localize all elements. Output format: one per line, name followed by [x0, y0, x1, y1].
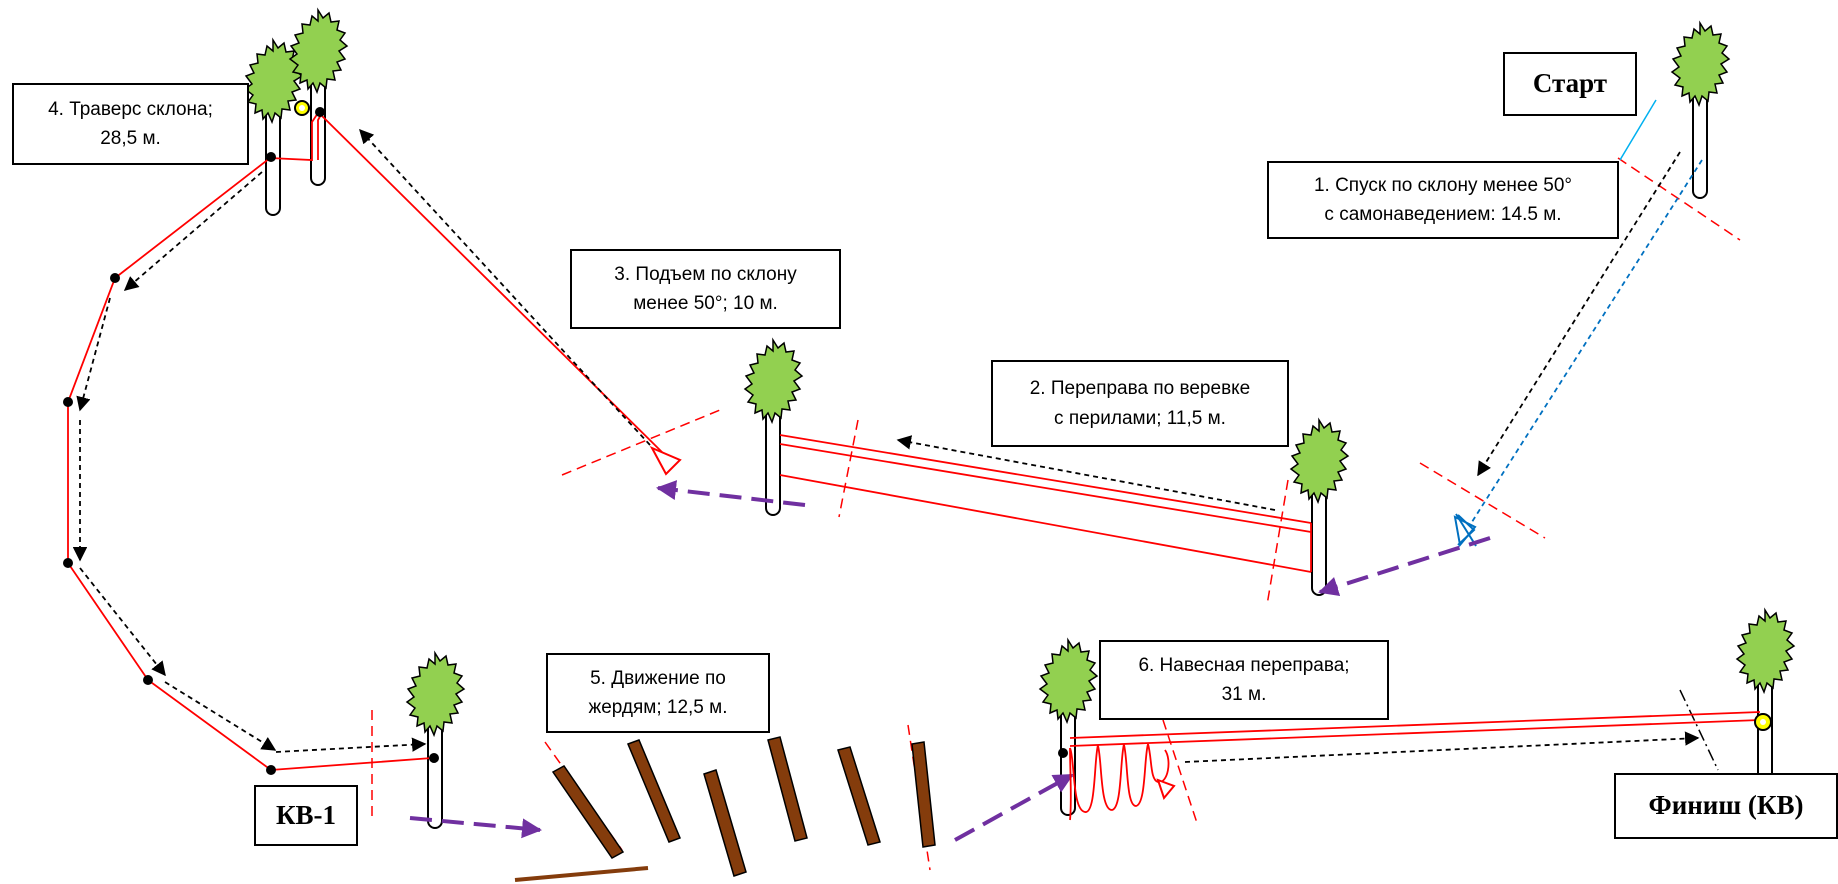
start-connector: [1619, 99, 1657, 161]
stage2-start-line: [838, 419, 859, 518]
rail-rope-upper: [779, 434, 1312, 524]
stage5-length: жердям; 12,5 м.: [588, 697, 728, 718]
tree-kv1: [406, 652, 465, 829]
pole-1: [551, 765, 625, 859]
rail-rope-middle: [779, 443, 1312, 533]
stage2-title: 2. Переправа по веревке: [1029, 378, 1251, 400]
stage1-end-line: [1419, 462, 1546, 539]
traverse-rope: [67, 112, 433, 771]
movement-arrow-stage2: [1318, 536, 1491, 597]
stage1-length: с самонаведением: 14.5 м.: [1324, 204, 1562, 225]
stage6-start-line: [1162, 719, 1199, 827]
stage6-anchor: [1058, 748, 1068, 758]
stage1-path-arrow: [1477, 151, 1681, 477]
traverse-arrow-2: [76, 297, 111, 412]
stage4-label: 4. Траверс склона; 28,5 м.: [12, 83, 249, 165]
pole-4: [767, 736, 808, 842]
stage2-length: с перилами; 11,5 м.: [1054, 407, 1226, 429]
stage6-length: 31 м.: [1221, 684, 1267, 705]
pole-3: [703, 769, 747, 877]
tree-finish: [1736, 609, 1795, 786]
ground-pole: [514, 866, 649, 882]
stage3-length: менее 50°; 10 м.: [633, 293, 778, 314]
stage3-rope: [317, 111, 669, 459]
stage2-path-arrow: [896, 435, 1276, 511]
finish-line: [1679, 689, 1719, 771]
pole-6: [911, 741, 936, 848]
stage5-title: 5. Движение по: [590, 667, 726, 689]
tree-top-left-1: [244, 39, 303, 216]
stage3-label: 3. Подъем по склону менее 50°; 10 м.: [570, 249, 841, 329]
kv1-label: КВ-1: [254, 785, 358, 846]
movement-arrow-stage6: [954, 773, 1074, 842]
main-rope: [779, 474, 1312, 573]
stage1-label: 1. Спуск по склону менее 50° с самонавед…: [1267, 161, 1619, 239]
movement-arrow-stage3: [656, 480, 806, 507]
traverse-anchor-points: [63, 107, 439, 775]
stage1-title: 1. Спуск по склону менее 50°: [1313, 174, 1573, 196]
stage6-device: [1156, 778, 1176, 801]
stage5-label: 5. Движение по жердям; 12,5 м.: [546, 653, 770, 733]
self-belay-rope: [1469, 159, 1703, 526]
start-label: Старт: [1503, 52, 1637, 116]
traverse-arrow-1: [123, 171, 263, 291]
traverse-arrow-6: [275, 737, 427, 753]
finish-label: Финиш (КВ): [1614, 773, 1838, 839]
stage6-title: 6. Навесная переправа;: [1138, 654, 1350, 676]
movement-arrow-stage5: [409, 816, 542, 839]
tree-start: [1671, 22, 1730, 199]
tree-stage3: [744, 339, 803, 516]
stage3-line: [561, 409, 721, 476]
stage6-path-arrow: [1184, 731, 1700, 763]
stage2-line: [1266, 479, 1289, 606]
poles: [551, 736, 936, 877]
stage4-length: 28,5 м.: [100, 128, 161, 149]
stage3-title: 3. Подъем по склону: [614, 263, 797, 285]
stage4-title: 4. Траверс склона;: [48, 98, 213, 120]
traverse-arrow-4: [79, 567, 166, 677]
pole-5: [837, 746, 881, 846]
traverse-arrow-5: [164, 681, 277, 751]
stage6-label: 6. Навесная переправа; 31 м.: [1099, 640, 1389, 720]
pole-2: [627, 739, 681, 843]
tree-stage2: [1290, 419, 1349, 596]
stage3-device: [649, 445, 682, 476]
stage2-label: 2. Переправа по веревке с перилами; 11,5…: [991, 360, 1289, 447]
start-line: [1617, 157, 1741, 241]
